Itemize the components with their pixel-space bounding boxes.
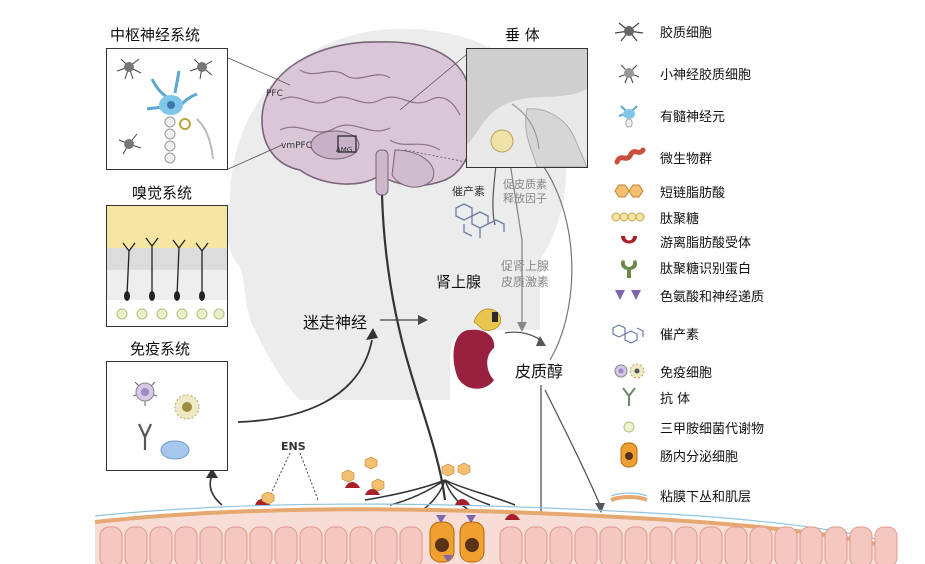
gut-epithelial-cell: [324, 526, 348, 564]
olfactory-title: 嗅觉系统: [132, 184, 193, 202]
vagus-label: 迷走神经: [303, 313, 368, 332]
pituitary-title: 垂 体: [505, 26, 540, 44]
scfa-icon: [606, 178, 652, 204]
submucosal-plexus-icon: [606, 482, 652, 508]
legend-item: 三甲胺细菌代谢物: [606, 414, 916, 440]
immune-panel: [106, 361, 228, 471]
legend-label: 胶质细胞: [660, 25, 713, 41]
gut-epithelial-cell: [699, 526, 723, 564]
gut-epithelial-cell: [849, 526, 873, 564]
legend-label: 抗 体: [660, 391, 691, 407]
gut-epithelial-cell: [749, 526, 773, 564]
microglia-icon: [606, 60, 652, 86]
gut-epithelial-cell: [824, 526, 848, 564]
gut-epithelial-cell: [374, 526, 398, 564]
legend-label: 催产素: [660, 327, 700, 343]
cortisol-label: 皮质醇: [515, 362, 564, 381]
vagus-nerve: [380, 194, 447, 501]
gut-epithelial-cell: [874, 526, 898, 564]
peptidoglycan-icon: [606, 204, 652, 230]
amg-label: AMG: [336, 146, 353, 154]
gut-epithelial-cell: [124, 526, 148, 564]
legend-item: 肽聚糖识别蛋白: [606, 254, 916, 280]
brain: [261, 41, 475, 187]
gut-epithelial-cell: [199, 526, 223, 564]
gut-epithelial-cell: [774, 526, 798, 564]
legend-item: 游离脂肪酸受体: [606, 228, 916, 254]
gut-epithelial-cell: [399, 526, 423, 564]
legend-item: 粘膜下丛和肌层: [606, 482, 916, 508]
cns-panel: [106, 48, 228, 170]
legend-item: 肠内分泌细胞: [606, 442, 916, 468]
legend-label: 游离脂肪酸受体: [660, 235, 752, 251]
vmpfc-label: vmPFC: [281, 141, 312, 151]
adrenal-label: 肾上腺: [436, 273, 482, 291]
oxytocin-label: 催产素: [452, 185, 485, 198]
gut-epithelial-cell: [274, 526, 298, 564]
legend-label: 色氨酸和神经递质: [660, 289, 765, 305]
legend-label: 免疫细胞: [660, 365, 713, 381]
gut-epithelial-cell: [574, 526, 598, 564]
tma-metabolite-icon: [606, 414, 652, 440]
gut-epithelial-cell: [799, 526, 823, 564]
gut-epithelial-cell: [549, 526, 573, 564]
pfc-label: PFC: [266, 89, 283, 99]
ens-label: ENS: [281, 440, 306, 453]
immune-title: 免疫系统: [130, 340, 191, 358]
legend-label: 肽聚糖识别蛋白: [660, 261, 752, 277]
gut-epithelial-cell: [174, 526, 198, 564]
gut-epithelial-cell: [349, 526, 373, 564]
legend-item: 抗 体: [606, 384, 916, 410]
gut-epithelial-cell: [674, 526, 698, 564]
legend-label: 粘膜下丛和肌层: [660, 489, 752, 505]
gut-epithelial-cell: [499, 526, 523, 564]
legend-item: 免疫细胞: [606, 358, 916, 384]
legend-item: 催产素: [606, 320, 916, 346]
gut-epithelial-cell: [624, 526, 648, 564]
gut-cells: [99, 526, 898, 564]
legend-label: 肽聚糖: [660, 211, 700, 227]
pituitary-panel: [466, 48, 588, 168]
acth-label: 促肾上腺 皮质激素: [501, 259, 550, 289]
antibody-icon: [606, 384, 652, 410]
legend-label: 短链脂肪酸: [660, 185, 726, 201]
crf-label: 促皮质素 释放因子: [503, 178, 547, 205]
gut-epithelial-cell: [599, 526, 623, 564]
legend-item: 短链脂肪酸: [606, 178, 916, 204]
oxytocin-molecule-icon: [606, 320, 652, 346]
legend-label: 三甲胺细菌代谢物: [660, 421, 765, 437]
ffar-icon: [606, 228, 652, 254]
olfactory-panel: [106, 205, 228, 327]
legend-item: 微生物群: [606, 144, 916, 170]
gut-epithelial-cell: [649, 526, 673, 564]
legend-item: 色氨酸和神经递质: [606, 282, 916, 308]
oxytocin-molecule-icon: [455, 203, 505, 238]
gut-epithelial-cell: [99, 526, 123, 564]
gut-epithelial-cell: [299, 526, 323, 564]
legend-label: 微生物群: [660, 151, 713, 167]
legend-item: 胶质细胞: [606, 18, 916, 44]
gut-epithelial-cell: [249, 526, 273, 564]
pgrp-icon: [606, 254, 652, 280]
legend-label: 肠内分泌细胞: [660, 449, 739, 465]
gut-epithelial-cell: [524, 526, 548, 564]
myelinated-neuron-icon: [606, 102, 652, 128]
gut-epithelial-cell: [149, 526, 173, 564]
enteroendocrine-cell-icon: [606, 442, 652, 468]
immune-cell-icon: [606, 358, 652, 384]
gut-epithelial-cell: [724, 526, 748, 564]
tryptophan-neurotransmitter-icon: [606, 282, 652, 308]
legend-label: 有髓神经元: [660, 109, 726, 125]
legend-item: 肽聚糖: [606, 204, 916, 230]
microbiota-icon: [606, 144, 652, 170]
legend-item: 有髓神经元: [606, 102, 916, 128]
gut-epithelial-cell: [224, 526, 248, 564]
astrocyte-icon: [606, 18, 652, 44]
kidney: [453, 329, 495, 389]
legend-label: 小神经胶质细胞: [660, 67, 752, 83]
cns-title: 中枢神经系统: [110, 26, 201, 44]
legend-item: 小神经胶质细胞: [606, 60, 916, 86]
